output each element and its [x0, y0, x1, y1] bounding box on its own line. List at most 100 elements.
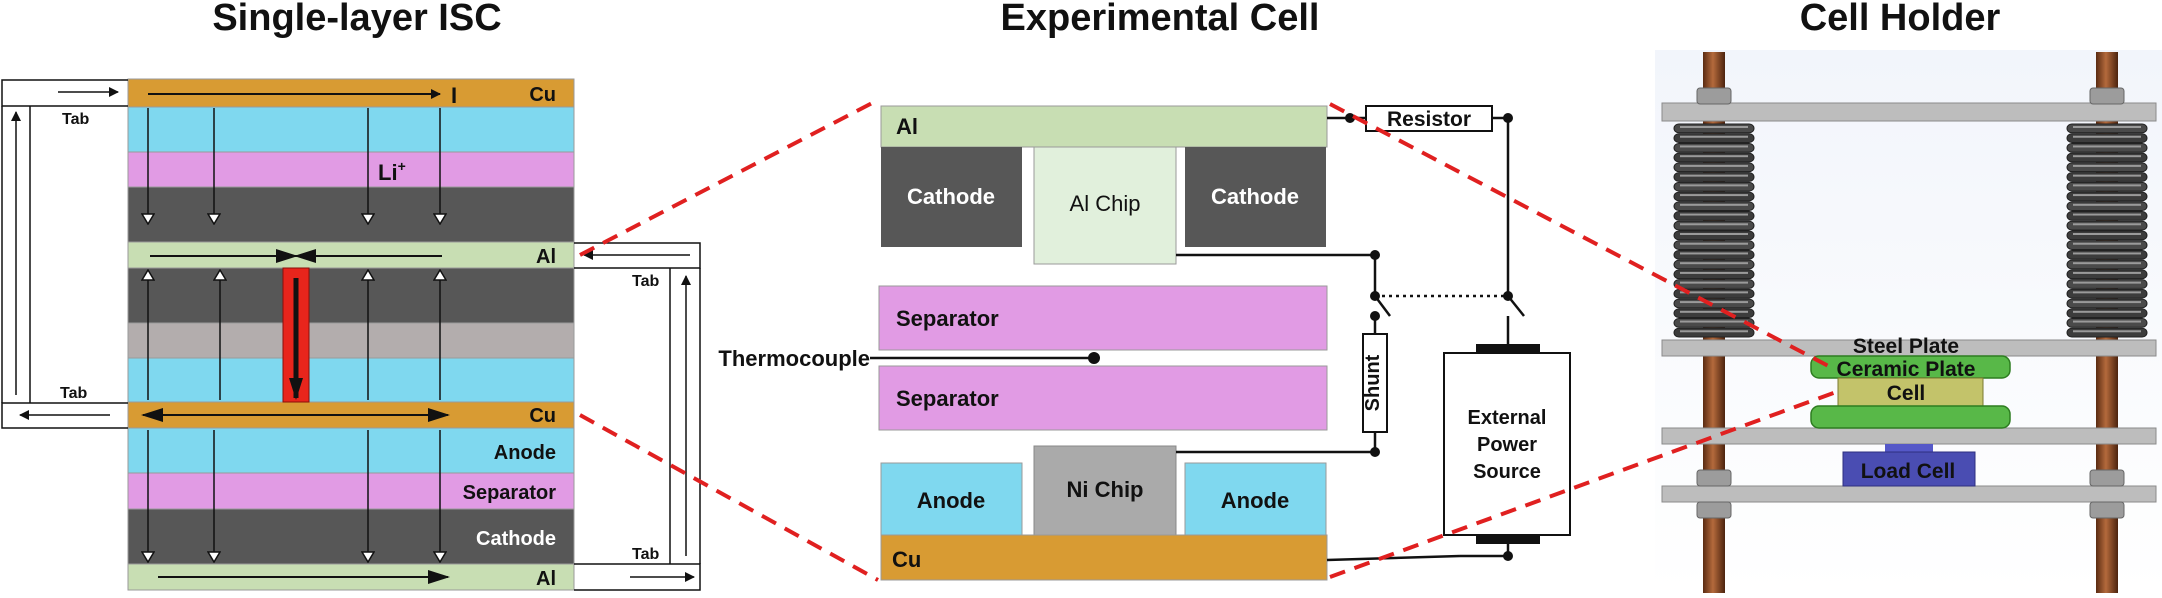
single-layer-isc-diagram: Cu Al Cu Anode Separator Cathode Al Li+ …	[1, 78, 701, 591]
spring-coil	[2066, 211, 2148, 221]
layer-al-bottom-label: Al	[536, 568, 556, 590]
spring-coil-highlight	[1680, 155, 1748, 158]
spring-coil	[2066, 162, 2148, 173]
spring-coil-highlight	[2073, 135, 2141, 138]
layer-cathode-top	[127, 186, 575, 243]
spring-coil-highlight	[2073, 213, 2141, 216]
spring-coil-highlight	[1680, 126, 1748, 128]
cell-block	[1837, 377, 1984, 407]
spring-coil-highlight	[1680, 174, 1748, 177]
spring-coil-highlight	[2073, 203, 2141, 206]
load-cell-cap	[1885, 444, 1933, 452]
spring-coil	[1673, 181, 1755, 192]
spring-coil-highlight	[2073, 310, 2141, 313]
power-source-top-terminal	[1476, 344, 1540, 353]
mid-cathode-left-label: Cathode	[907, 184, 995, 209]
tab-label-top-left: Tab	[62, 111, 89, 128]
layer-anode-top	[127, 106, 575, 153]
spring-coil	[1673, 327, 1755, 338]
spring-coil-highlight	[1680, 145, 1748, 148]
spring-coil-highlight	[2073, 155, 2141, 158]
title-experimental-cell: Experimental Cell	[1001, 0, 1320, 39]
layer-cu-mid-label: Cu	[529, 405, 556, 427]
tab-label-bottom-right: Tab	[632, 546, 659, 563]
mid-ni-chip	[1033, 445, 1177, 536]
mid-cathode-left	[881, 147, 1022, 247]
power-source-label-3: Source	[1473, 461, 1541, 483]
spring-coil	[2066, 172, 2148, 182]
spring-coil	[2066, 269, 2148, 280]
title-single-layer-isc: Single-layer ISC	[212, 0, 501, 39]
tab-label-bottom-left: Tab	[60, 385, 87, 402]
layer-separator-label: Separator	[463, 482, 557, 504]
mid-separator-bottom-label: Separator	[896, 386, 999, 411]
spring-coil-highlight	[1680, 203, 1748, 206]
nuts	[1696, 87, 2125, 519]
li-ion-arrows-bottom	[148, 430, 440, 562]
power-source-bottom-terminal	[1476, 535, 1540, 544]
spring-coil-highlight	[1680, 330, 1748, 333]
spring-coil	[1673, 269, 1755, 280]
tab-label-top-right: Tab	[632, 273, 659, 290]
spring-coil	[2066, 181, 2148, 192]
ceramic-plate-label: Ceramic Plate	[1837, 358, 1976, 381]
spring-coil	[1673, 191, 1755, 202]
spring-coil	[1673, 318, 1755, 328]
spring-coil-highlight	[1680, 320, 1748, 323]
resistor-label: Resistor	[1387, 108, 1471, 131]
spring-coil-highlight	[1680, 252, 1748, 255]
spring-coil	[2066, 249, 2148, 260]
current-symbol: I	[451, 83, 457, 108]
layer-anode-bottom	[127, 427, 575, 474]
spring-coil-highlight	[1680, 164, 1748, 167]
spring-coil	[2066, 142, 2148, 153]
spring-coil-highlight	[1680, 135, 1748, 138]
spring-coil-highlight	[1680, 194, 1748, 197]
mid-anode-right	[1184, 462, 1327, 536]
mid-separator-top	[878, 285, 1328, 351]
layer-cathode-mid	[127, 267, 575, 324]
spring-coil	[2066, 327, 2148, 338]
thermocouple-tip	[1088, 352, 1100, 364]
spring-coil-highlight	[1680, 291, 1748, 294]
spring-coil	[1673, 133, 1755, 143]
spring-coil-highlight	[2073, 271, 2141, 274]
mid-separator-bottom	[878, 365, 1328, 431]
spring-coil	[1673, 123, 1755, 134]
mid-anode-right-label: Anode	[1221, 488, 1289, 513]
spring-coil-highlight	[2073, 184, 2141, 187]
power-source-box	[1443, 352, 1571, 536]
steel-plate-top	[1661, 102, 2157, 122]
spring-coil	[2066, 298, 2148, 309]
external-circuit-wires	[1176, 116, 1525, 562]
spring-coil	[1673, 279, 1755, 289]
spring-coil-highlight	[2073, 223, 2141, 226]
spring-coil-highlight	[1680, 184, 1748, 187]
spring-coil-highlight	[2073, 320, 2141, 323]
title-cell-holder: Cell Holder	[1800, 0, 2001, 39]
spring-coil	[1673, 298, 1755, 309]
spring-coil	[2066, 230, 2148, 241]
shunt-label: Shunt	[1362, 354, 1384, 411]
load-cell-body	[1842, 451, 1976, 487]
spring-coil-highlight	[2073, 233, 2141, 235]
mid-al-label: Al	[896, 114, 918, 139]
layer-cathode-label: Cathode	[476, 528, 556, 550]
spring-coil-highlight	[1680, 262, 1748, 265]
spring-coil	[1673, 259, 1755, 270]
experimental-cell-diagram: Al Cathode Al Chip Cathode Separator Sep…	[718, 105, 1571, 581]
spring-coil-highlight	[1680, 233, 1748, 235]
cell-label: Cell	[1887, 382, 1926, 405]
spring-coil	[2066, 133, 2148, 143]
spring-coil-highlight	[1680, 213, 1748, 216]
layer-anode-mid	[127, 357, 575, 403]
spring-coil	[1673, 152, 1755, 163]
circuit-nodes	[1345, 113, 1513, 561]
right-tab-circuit	[574, 242, 701, 591]
spring-coil-highlight	[2073, 126, 2141, 128]
spring-coil-highlight	[2073, 242, 2141, 245]
spring-coil	[2066, 220, 2148, 231]
spring-coil	[2066, 201, 2148, 212]
steel-plate-label: Steel Plate	[1853, 335, 1959, 358]
